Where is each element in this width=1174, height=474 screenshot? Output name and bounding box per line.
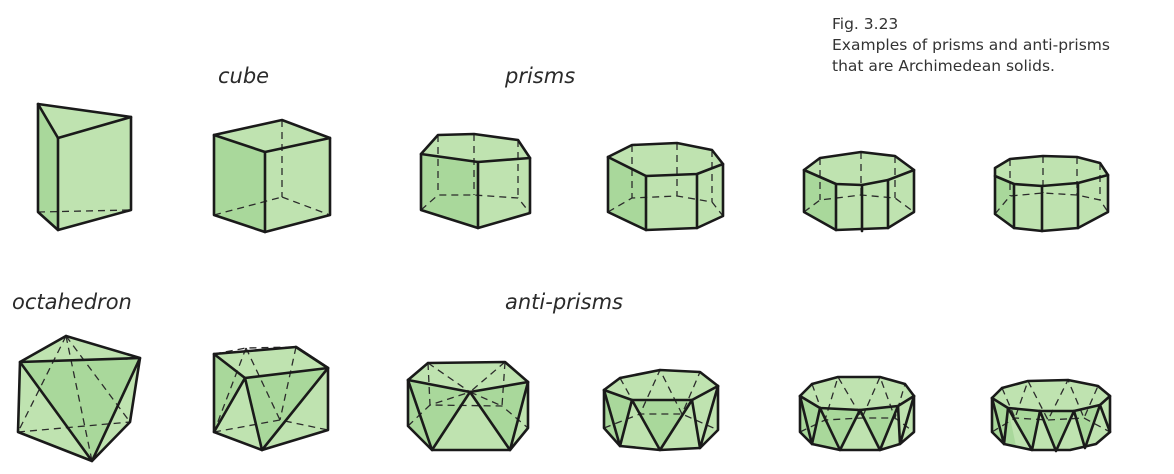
hexagonal-prism bbox=[606, 141, 725, 232]
label-prisms: prisms bbox=[505, 64, 576, 88]
triangular-prism bbox=[36, 102, 133, 232]
heptagonal-antiprism bbox=[798, 375, 916, 452]
octagonal-prism bbox=[993, 154, 1110, 233]
octagonal-antiprism bbox=[990, 378, 1112, 453]
hexagonal-antiprism bbox=[602, 368, 720, 452]
pentagonal-antiprism bbox=[406, 360, 530, 452]
caption-line-2: that are Archimedean solids. bbox=[832, 57, 1055, 75]
figure-caption: Fig. 3.23 Examples of prisms and anti-pr… bbox=[832, 14, 1110, 77]
label-octahedron: octahedron bbox=[12, 290, 132, 314]
cube-solid bbox=[212, 118, 332, 234]
square-antiprism bbox=[212, 345, 330, 452]
label-cube: cube bbox=[218, 64, 270, 88]
caption-line-1: Examples of prisms and anti-prisms bbox=[832, 36, 1110, 54]
heptagonal-prism bbox=[802, 150, 916, 233]
octahedron-solid bbox=[16, 334, 142, 463]
caption-fig-number: Fig. 3.23 bbox=[832, 15, 899, 33]
pentagonal-prism bbox=[419, 132, 532, 230]
label-anti-prisms: anti-prisms bbox=[505, 290, 623, 314]
